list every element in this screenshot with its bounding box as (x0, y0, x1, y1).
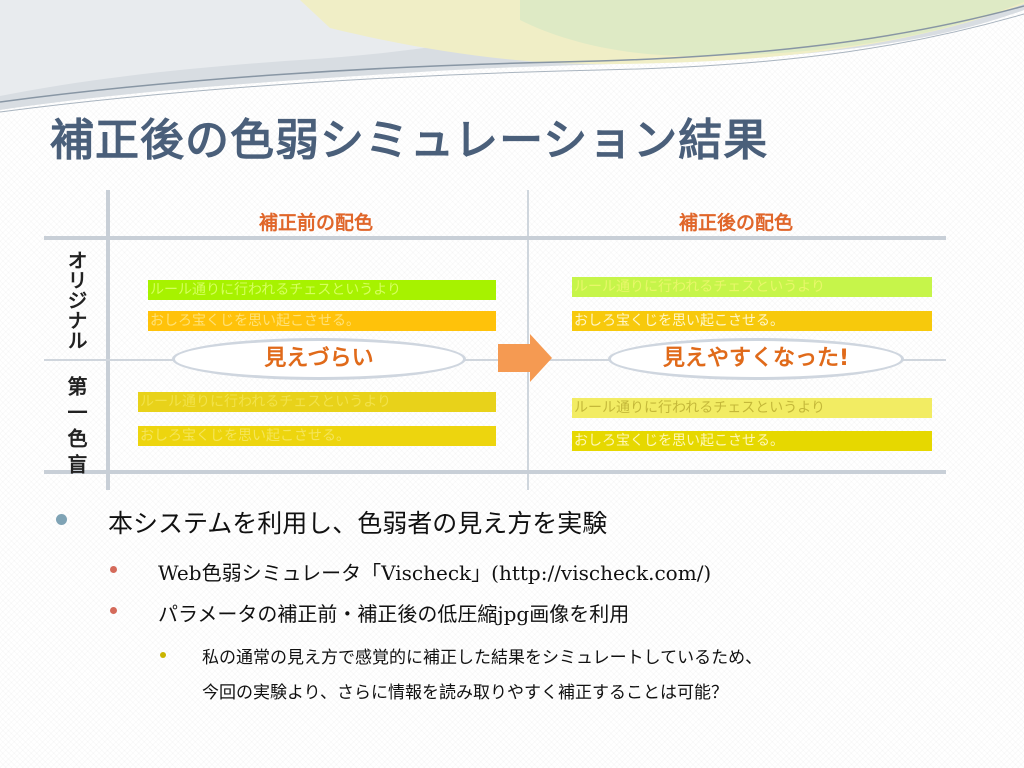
sample-after-protan-line1: ルール通りに行われるチェスというより (572, 398, 932, 418)
decorative-header-waves (0, 0, 1024, 113)
sample-after-original-line2: おしろ宝くじを思い起こさせる。 (572, 311, 932, 331)
bullet-icon (56, 514, 67, 525)
sample-after-protan-line2: おしろ宝くじを思い起こさせる。 (572, 431, 932, 451)
bullet-level3-item: 私の通常の見え方で感覚的に補正した結果をシミュレートしているため、 (202, 648, 763, 668)
bullet-level2-item: パラメータの補正前・補正後の低圧縮jpg画像を利用 (158, 602, 630, 626)
sample-before-protan-line1: ルール通りに行われるチェスというより (138, 392, 496, 412)
col-header-after: 補正後の配色 (678, 212, 793, 234)
callout-hard-to-see: 見えづらい (172, 338, 466, 380)
page-title: 補正後の色弱シミュレーション結果 (50, 115, 769, 166)
sample-before-protan-line2: おしろ宝くじを思い起こさせる。 (138, 426, 496, 446)
bullet-icon (160, 652, 166, 658)
bullet-icon (110, 607, 117, 614)
bullet-level2-item: Web色弱シミュレータ「Vischeck」(http://vischeck.co… (158, 561, 712, 585)
sample-before-original-line2: おしろ宝くじを思い起こさせる。 (148, 311, 496, 331)
bullet-level1-item: 本システムを利用し、色弱者の見え方を実験 (108, 509, 608, 538)
row-label-protanopia: 第一色盲 (64, 376, 88, 480)
arrow-right-icon (498, 334, 552, 382)
bullet-icon (110, 566, 117, 573)
sample-after-original-line1: ルール通りに行われるチェスというより (572, 277, 932, 297)
bullet-level3-item-continued: 今回の実験より、さらに情報を読み取りやすく補正することは可能？ (202, 683, 728, 703)
row-label-original: オリジナル (64, 250, 88, 350)
col-header-before: 補正前の配色 (258, 212, 373, 234)
sample-before-original-line1: ルール通りに行われるチェスというより (148, 280, 496, 300)
callout-easier-to-see: 見えやすくなった! (608, 338, 904, 380)
